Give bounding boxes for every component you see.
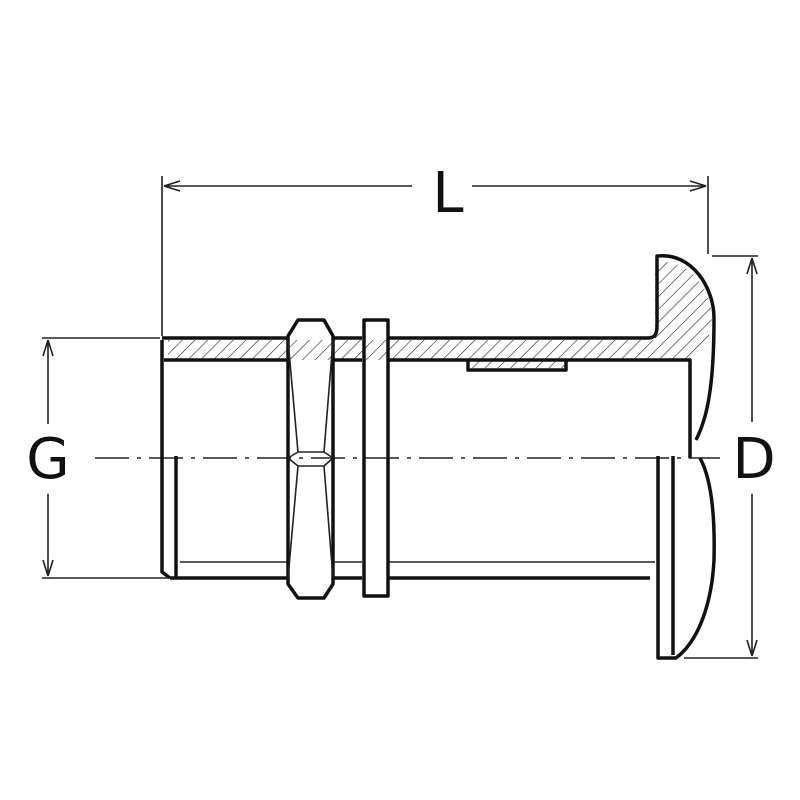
dim-d-label: D xyxy=(732,427,775,492)
dim-l-line xyxy=(163,180,707,192)
dim-g-line xyxy=(42,339,54,577)
dim-g-label: G xyxy=(26,427,69,492)
washer xyxy=(362,318,390,598)
section-hatch xyxy=(168,261,712,368)
hex-nut-facets xyxy=(287,339,334,579)
upper-bore xyxy=(164,358,692,458)
dim-d-line xyxy=(746,257,758,657)
lower-flange xyxy=(656,456,716,660)
upper-profile xyxy=(162,254,716,441)
hex-nut xyxy=(286,318,335,600)
pipe-left-end xyxy=(160,340,172,580)
dim-l-label: L xyxy=(432,161,463,226)
bore-step xyxy=(466,360,568,372)
